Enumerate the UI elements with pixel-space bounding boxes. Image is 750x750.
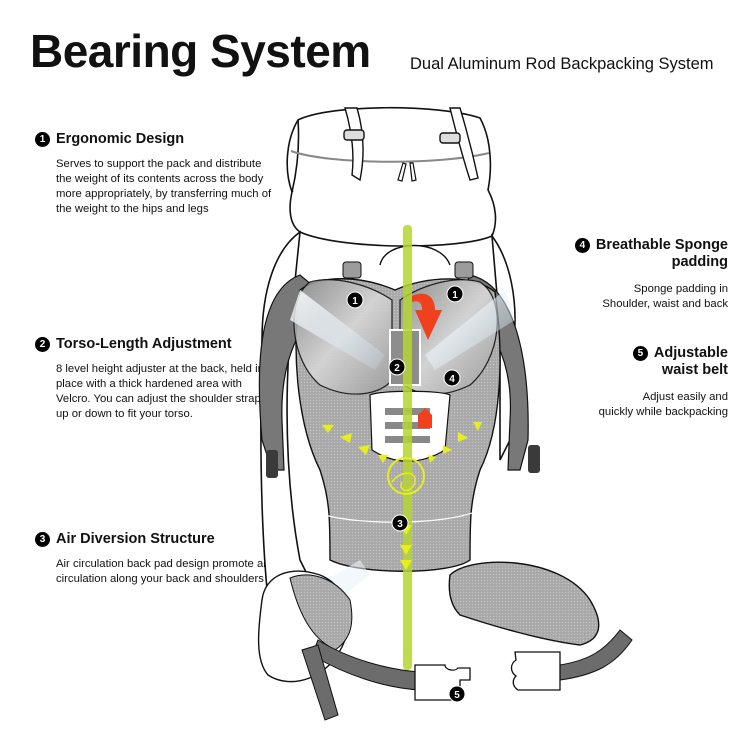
illustration-marker: 4 (443, 369, 461, 387)
waist-belt-webbing (301, 629, 633, 721)
feature-description: Serves to support the pack and distribut… (56, 158, 272, 215)
svg-text:5: 5 (454, 690, 460, 701)
svg-text:1: 1 (352, 296, 358, 307)
velcro-lock-icon (418, 408, 432, 428)
feature-title-line1: Breathable Sponge (595, 237, 728, 253)
feature-description-line2: Shoulder, waist and back (602, 298, 728, 310)
feature-description-line1: Sponge padding in (633, 283, 728, 295)
feature-number-badge: 5 (632, 346, 648, 361)
feature-description: Air circulation back pad design promote … (56, 558, 270, 585)
hip-belt-right (448, 561, 600, 646)
waist-buckle (414, 651, 561, 701)
feature-adjustable-waist-belt: 5 Adjustable waist belt Adjust easily an… (560, 345, 728, 420)
feature-description-line2: quickly while backpacking (598, 406, 728, 418)
svg-text:2: 2 (394, 363, 400, 374)
load-lifter-right (454, 261, 474, 279)
feature-title-line2: padding (671, 254, 728, 270)
sternum-buckle-left (266, 450, 278, 478)
feature-title-line1: Adjustable (653, 345, 728, 361)
feature-title-line2: waist belt (661, 362, 728, 378)
feature-air-diversion-structure: 3 Air Diversion Structure Air circulatio… (35, 531, 275, 587)
feature-description-line1: Adjust easily and (642, 391, 728, 403)
load-lifter-left (342, 261, 362, 279)
sternum-buckle-right (528, 445, 540, 473)
feature-breathable-sponge-padding: 4 Breathable Sponge padding Sponge paddi… (560, 237, 728, 312)
page-title: Bearing System (30, 25, 371, 77)
illustration-marker: 3 (391, 514, 409, 532)
zipper-pulls-icon (397, 162, 417, 182)
page-subtitle: Dual Aluminum Rod Backpacking System (410, 55, 714, 73)
feature-title: Ergonomic Design (56, 131, 185, 147)
feature-description: 8 level height adjuster at the back, hel… (56, 363, 267, 420)
adjust-arrow-icon (412, 293, 442, 340)
airflow-arrows (322, 422, 482, 570)
svg-text:3: 3 (397, 519, 403, 530)
feature-title: Air Diversion Structure (56, 531, 215, 547)
feature-number-badge: 4 (574, 238, 590, 253)
lid-straps (343, 107, 479, 182)
aluminum-rod (403, 225, 412, 670)
airflow-swirl-icon (387, 457, 425, 495)
illustration-marker: 2 (388, 358, 406, 376)
svg-text:4: 4 (449, 374, 455, 385)
svg-text:1: 1 (452, 290, 458, 301)
feature-number-badge: 2 (35, 337, 50, 352)
feature-torso-length-adjustment: 2 Torso-Length Adjustment 8 level height… (35, 336, 275, 422)
feature-ergonomic-design: 1 Ergonomic Design Serves to support the… (35, 131, 275, 217)
feature-number-badge: 3 (35, 532, 50, 547)
illustration-marker: 5 (448, 685, 466, 703)
illustration-marker: 1 (446, 285, 464, 303)
frame-handle (379, 244, 451, 266)
illustration-marker: 1 (346, 291, 364, 309)
feature-number-badge: 1 (35, 132, 50, 147)
feature-title: Torso-Length Adjustment (56, 336, 232, 352)
